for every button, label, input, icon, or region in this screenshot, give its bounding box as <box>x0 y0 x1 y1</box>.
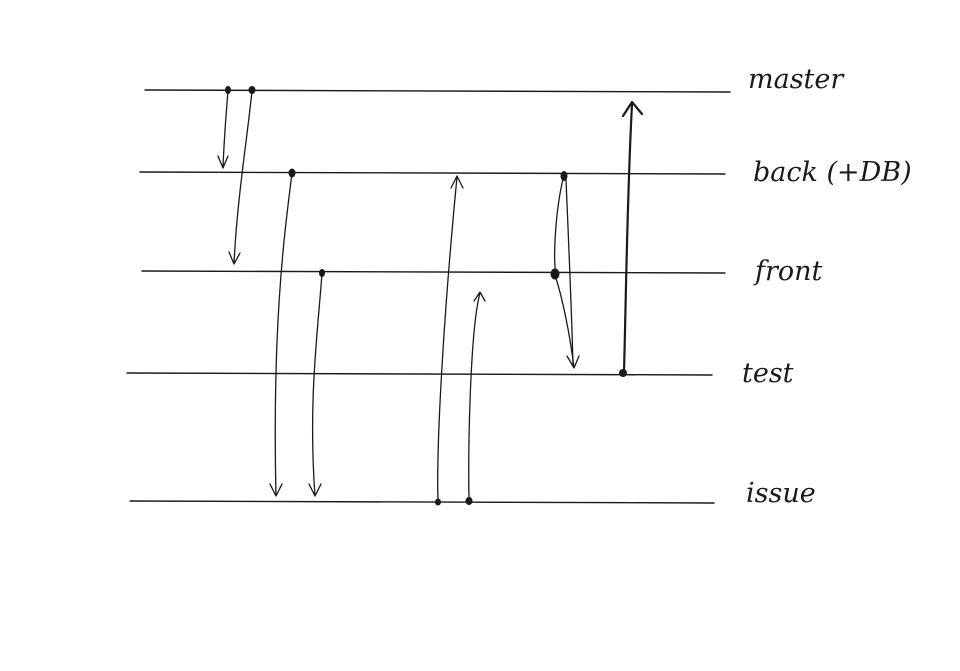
merge-arrow-issue-to-back <box>437 175 464 502</box>
merge-arrow-master-to-back <box>217 90 229 169</box>
merge-arrow-back-to-issue <box>269 172 293 497</box>
commit-dot-master-2 <box>248 86 256 94</box>
commit-dot-front-1 <box>319 269 325 277</box>
branch-line-back <box>139 171 726 175</box>
branch-label-issue: issue <box>746 478 816 509</box>
merge-arrow-master-to-front <box>228 90 253 265</box>
merge-arrow-test-to-master <box>621 100 644 374</box>
branch-line-master <box>144 89 731 93</box>
commit-dot-back-2 <box>560 171 568 181</box>
commit-dot-test-1 <box>619 369 627 377</box>
commit-dot-back-1 <box>288 168 296 178</box>
commit-dot-issue-1 <box>435 498 441 506</box>
branch-line-issue <box>129 500 715 504</box>
commit-dot-front-2 <box>550 268 560 280</box>
branch-line-test <box>126 372 713 376</box>
merge-arrow-issue-to-front <box>468 291 486 502</box>
commit-dot-master-1 <box>225 86 231 94</box>
branch-label-front: front <box>753 256 823 287</box>
commit-dot-issue-2 <box>465 497 473 505</box>
branch-line-front <box>141 270 726 274</box>
merge-arrow-front-to-test <box>554 274 580 369</box>
branch-label-test: test <box>742 358 794 389</box>
branch-label-master: master <box>748 64 845 95</box>
merge-arrow-front-to-issue <box>308 272 323 497</box>
branch-label-back: back (+DB) <box>753 157 912 188</box>
